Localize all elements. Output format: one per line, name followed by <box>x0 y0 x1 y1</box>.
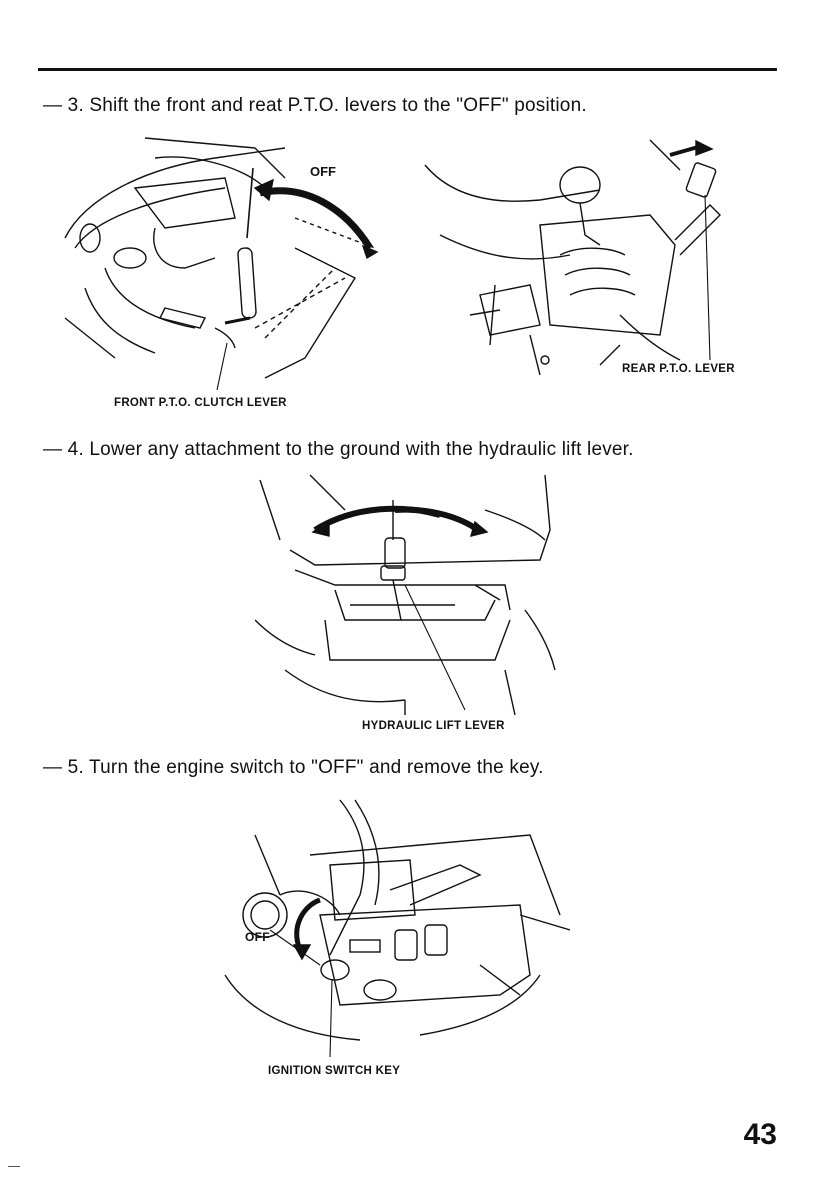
step-5-instruction: — 5. Turn the engine switch to "OFF" and… <box>43 757 544 779</box>
hydraulic-lift-illustration <box>255 470 565 720</box>
ignition-illustration <box>220 795 570 1060</box>
step-4-instruction: — 4. Lower any attachment to the ground … <box>43 439 634 461</box>
top-rule <box>38 68 777 71</box>
rear-pto-illustration <box>420 135 750 380</box>
step-3-instruction: — 3. Shift the front and reat P.T.O. lev… <box>43 95 587 117</box>
corner-mark <box>8 1166 20 1167</box>
ignition-off-callout: OFF <box>245 930 270 944</box>
page-number: 43 <box>744 1118 777 1152</box>
rear-pto-lever-label: REAR P.T.O. LEVER <box>622 363 735 375</box>
front-pto-illustration <box>55 128 395 398</box>
front-pto-clutch-lever-label: FRONT P.T.O. CLUTCH LEVER <box>114 397 287 409</box>
ignition-switch-key-label: IGNITION SWITCH KEY <box>268 1065 400 1077</box>
hydraulic-lift-lever-label: HYDRAULIC LIFT LEVER <box>362 720 505 732</box>
front-off-callout: OFF <box>310 164 336 179</box>
